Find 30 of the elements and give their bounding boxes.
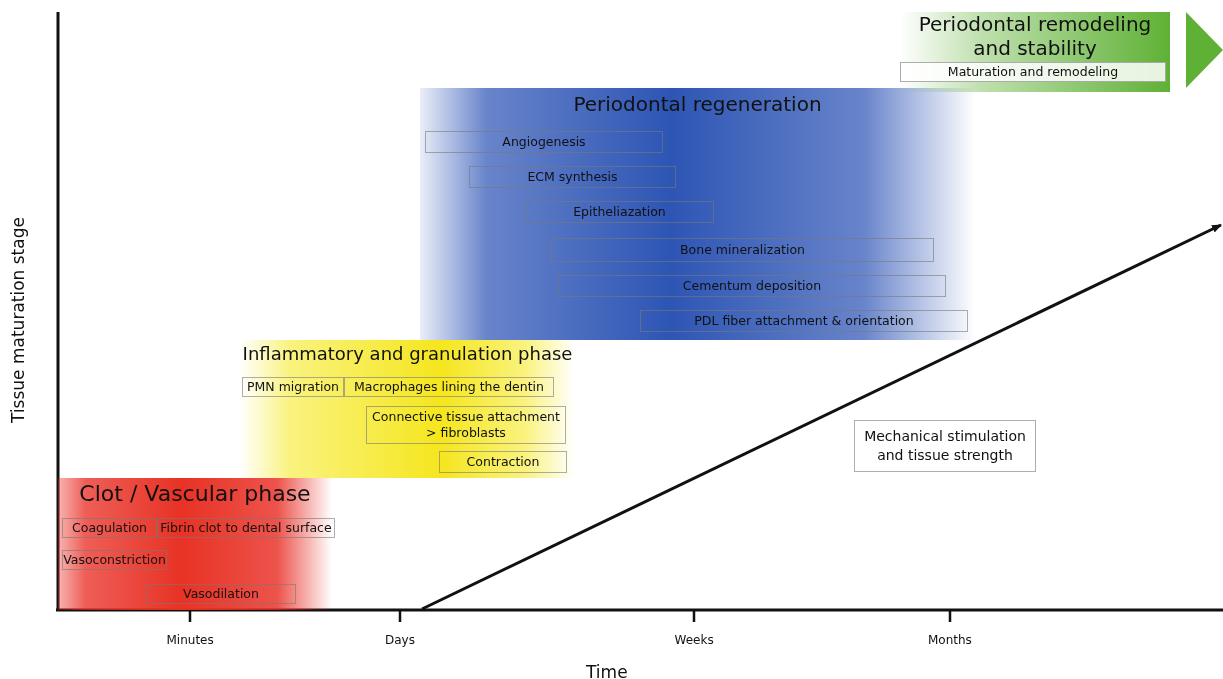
process-bar: Angiogenesis (425, 131, 663, 153)
phase-title: Periodontal regeneration (572, 92, 823, 116)
process-bar: Connective tissue attachment > fibroblasts (366, 406, 566, 444)
process-bar: Vasoconstriction (62, 550, 167, 570)
tick-label: Weeks (674, 633, 714, 647)
process-bar: Bone mineralization (551, 238, 934, 262)
process-bar: Macrophages lining the dentin (344, 377, 554, 397)
phase-title: Inflammatory and granulation phase (241, 342, 574, 366)
phase-band (420, 88, 975, 340)
phase-title: Periodontal remodeling and stability (917, 12, 1153, 60)
process-bar: Epitheliazation (525, 201, 714, 223)
process-bar: PDL fiber attachment & orientation (640, 310, 968, 332)
process-bar: Maturation and remodeling (900, 62, 1166, 82)
process-bar: Contraction (439, 451, 567, 473)
phase-band (900, 12, 1170, 92)
phase-band (58, 478, 332, 610)
phase-title: Clot / Vascular phase (78, 482, 312, 506)
axis-label: Time (586, 662, 628, 679)
process-bar: Coagulation (62, 518, 157, 538)
process-bar: PMN migration (242, 377, 344, 397)
tick-label: Months (928, 633, 972, 647)
process-bar: Vasodilation (146, 584, 296, 604)
tick-label: Minutes (166, 633, 214, 647)
phase-band (240, 340, 575, 478)
note-box: Mechanical stimulation and tissue strength (854, 420, 1036, 472)
process-bar: ECM synthesis (469, 166, 676, 188)
y-axis-label: Tissue maturation stage (7, 217, 28, 423)
tick-label: Days (385, 633, 415, 647)
process-bar: Fibrin clot to dental surface (157, 518, 335, 538)
process-bar: Cementum deposition (558, 275, 946, 297)
